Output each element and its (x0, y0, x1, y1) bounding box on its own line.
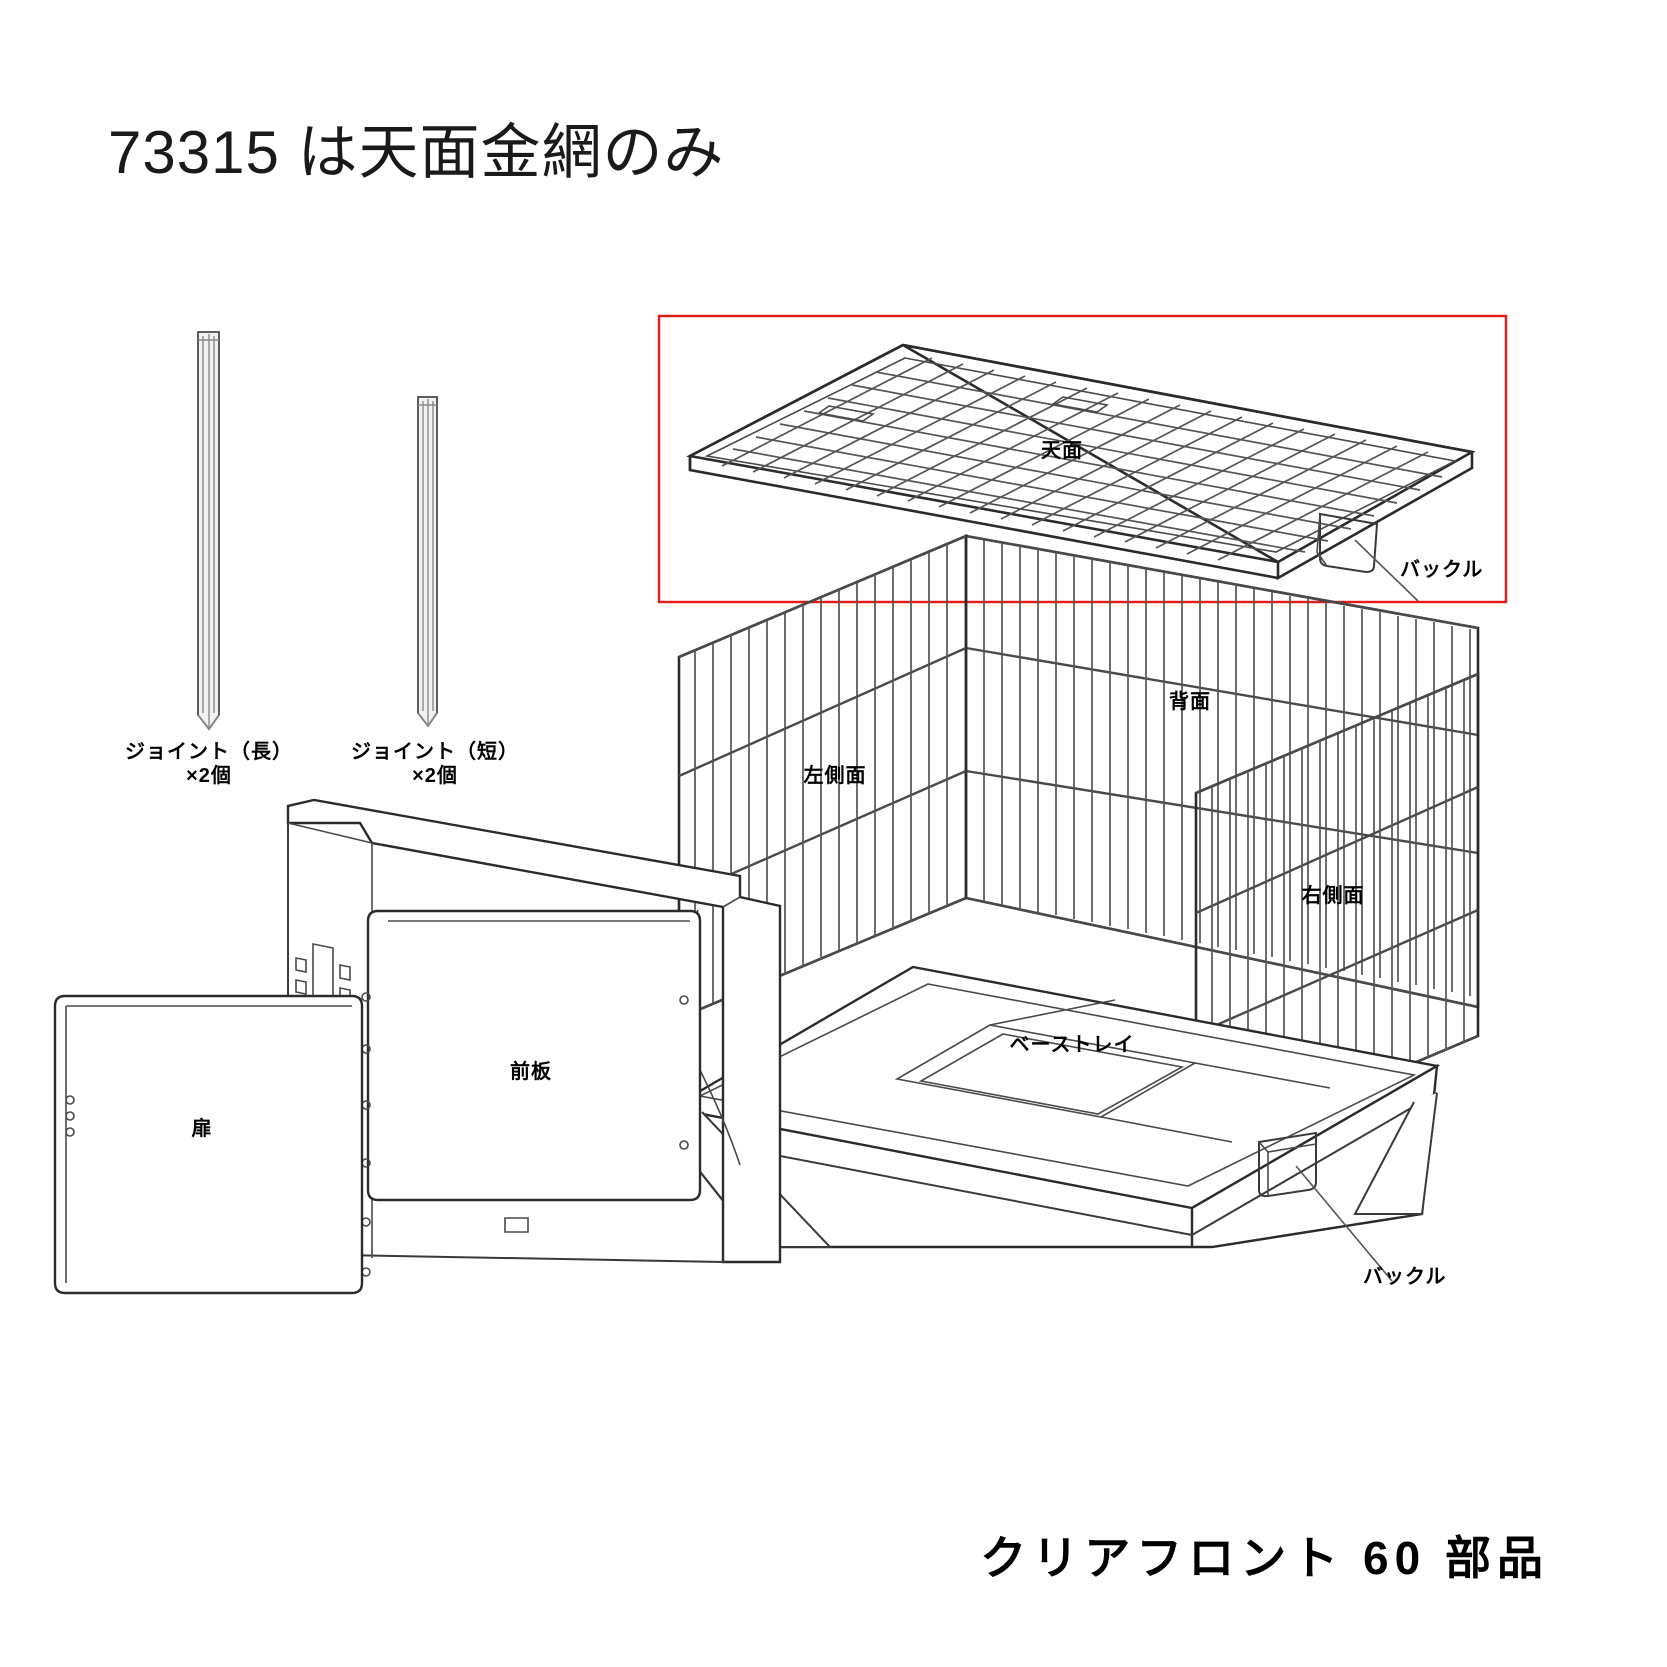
page-title: 73315 は天面金網のみ (108, 119, 725, 186)
joint-long-drawing (197, 331, 220, 731)
base-tray-drawing (667, 965, 1441, 1282)
label-buckle-top: バックル (1400, 559, 1484, 581)
joint-short-drawing (417, 396, 438, 728)
top-mesh-drawing (686, 343, 1476, 602)
product-name-footer: クリアフロント 60 部品 (980, 1532, 1549, 1584)
highlight-region-box (657, 314, 1508, 604)
label-joint-long: ジョイント（長） ×2個 (125, 741, 293, 788)
label-top-mesh: 天面 (1041, 440, 1083, 462)
back-panel-drawing (964, 534, 1480, 1009)
label-front-board: 前板 (510, 1061, 552, 1083)
front-board-drawing (286, 798, 782, 1277)
label-joint-short: ジョイント（短） ×2個 (351, 741, 519, 788)
label-door: 扉 (191, 1118, 213, 1140)
label-base-tray: ベーストレイ (1009, 1034, 1135, 1056)
label-buckle-base: バックル (1363, 1266, 1447, 1288)
label-left-side: 左側面 (803, 765, 867, 787)
label-right-side: 右側面 (1301, 885, 1365, 907)
label-back-panel: 背面 (1169, 691, 1211, 713)
door-drawing (53, 994, 364, 1295)
